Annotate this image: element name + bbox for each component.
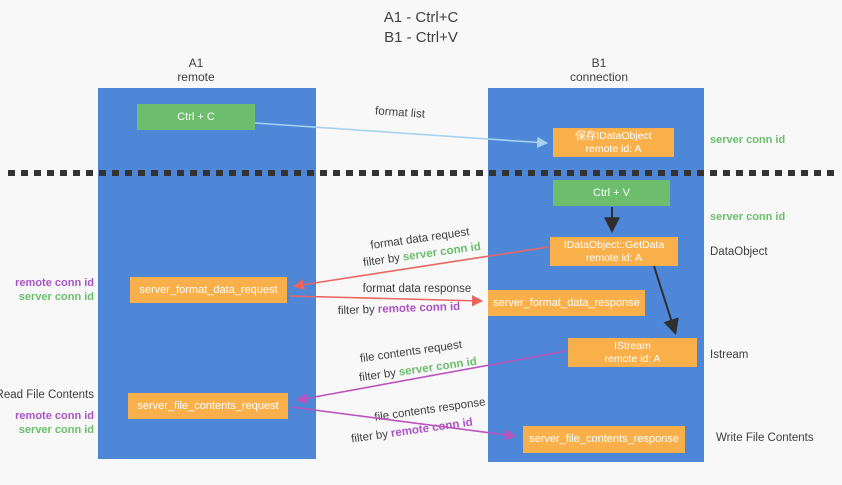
node-format-response-label: server_format_data_response — [493, 296, 640, 309]
filter-by-text: filter by — [337, 303, 376, 318]
node-server-format-data-request: server_format_data_request — [130, 277, 287, 303]
title-line-2: B1 - Ctrl+V — [384, 29, 458, 46]
node-getdata-line2: remote id: A — [585, 251, 643, 264]
remote-conn-id-text: remote conn id — [377, 300, 461, 316]
server-conn-id-text: server conn id — [398, 355, 478, 379]
filter-by-text: filter by — [362, 252, 401, 270]
node-istream-line1: IStream — [614, 339, 651, 352]
diagram-title: A1 - Ctrl+C B1 - Ctrl+V — [0, 8, 842, 48]
node-ctrl-v-label: Ctrl + V — [593, 186, 630, 199]
dataobject-label: DataObject — [710, 246, 768, 258]
left-server-conn-id-1: server conn id — [18, 291, 94, 303]
filter-by-text: filter by — [350, 428, 389, 446]
node-istream: IStream remote id: A — [568, 338, 697, 367]
column-a1-name: A1 — [188, 56, 204, 70]
right-server-conn-id-1: server conn id — [710, 134, 786, 146]
format-list-label: format list — [374, 105, 426, 121]
filter-by-text: filter by — [358, 367, 397, 385]
left-conn-id-labels-format: remote conn id server conn id — [15, 276, 94, 304]
node-istream-line2: remote id: A — [604, 352, 661, 365]
left-remote-conn-id-1: remote conn id — [15, 277, 94, 289]
left-remote-conn-id-2: remote conn id — [15, 410, 94, 422]
node-file-response-label: server_file_contents_response — [529, 433, 679, 445]
column-a1-subtitle: remote — [177, 70, 215, 84]
node-server-file-contents-response: server_file_contents_response — [523, 426, 685, 453]
column-header-a1: A1 remote — [136, 56, 256, 84]
node-idataobject-getdata: IDataObject::GetData remote id: A — [550, 237, 678, 266]
node-server-format-data-response: server_format_data_response — [488, 290, 645, 316]
write-file-contents-label: Write File Contents — [716, 432, 814, 444]
node-save-idataobject-line2: remote id: A — [585, 142, 642, 155]
dotted-divider — [8, 170, 836, 176]
read-file-contents-label: Read File Contents — [0, 389, 94, 401]
node-getdata-line1: IDataObject::GetData — [563, 238, 665, 251]
node-format-request-label: server_format_data_request — [139, 283, 278, 296]
remote-conn-id-text: remote conn id — [390, 416, 474, 440]
node-save-idataobject-line1: 保存IDataObject — [575, 129, 652, 142]
left-server-conn-id-2: server conn id — [18, 424, 94, 436]
left-conn-id-labels-file: remote conn id server conn id — [15, 409, 94, 437]
node-ctrl-c-label: Ctrl + C — [177, 110, 215, 123]
column-b1-name: B1 — [591, 56, 607, 70]
node-ctrl-v: Ctrl + V — [553, 180, 670, 206]
node-server-file-contents-request: server_file_contents_request — [128, 393, 288, 419]
right-server-conn-id-2: server conn id — [710, 211, 786, 223]
istream-label: Istream — [710, 349, 749, 361]
node-ctrl-c: Ctrl + C — [137, 104, 255, 130]
node-file-request-label: server_file_contents_request — [137, 399, 279, 412]
node-save-idataobject: 保存IDataObject remote id: A — [553, 128, 674, 157]
title-line-1: A1 - Ctrl+C — [383, 9, 459, 26]
column-b1-subtitle: connection — [569, 70, 629, 84]
format-data-response-label: format data response — [362, 283, 472, 295]
column-header-b1: B1 connection — [539, 56, 659, 84]
